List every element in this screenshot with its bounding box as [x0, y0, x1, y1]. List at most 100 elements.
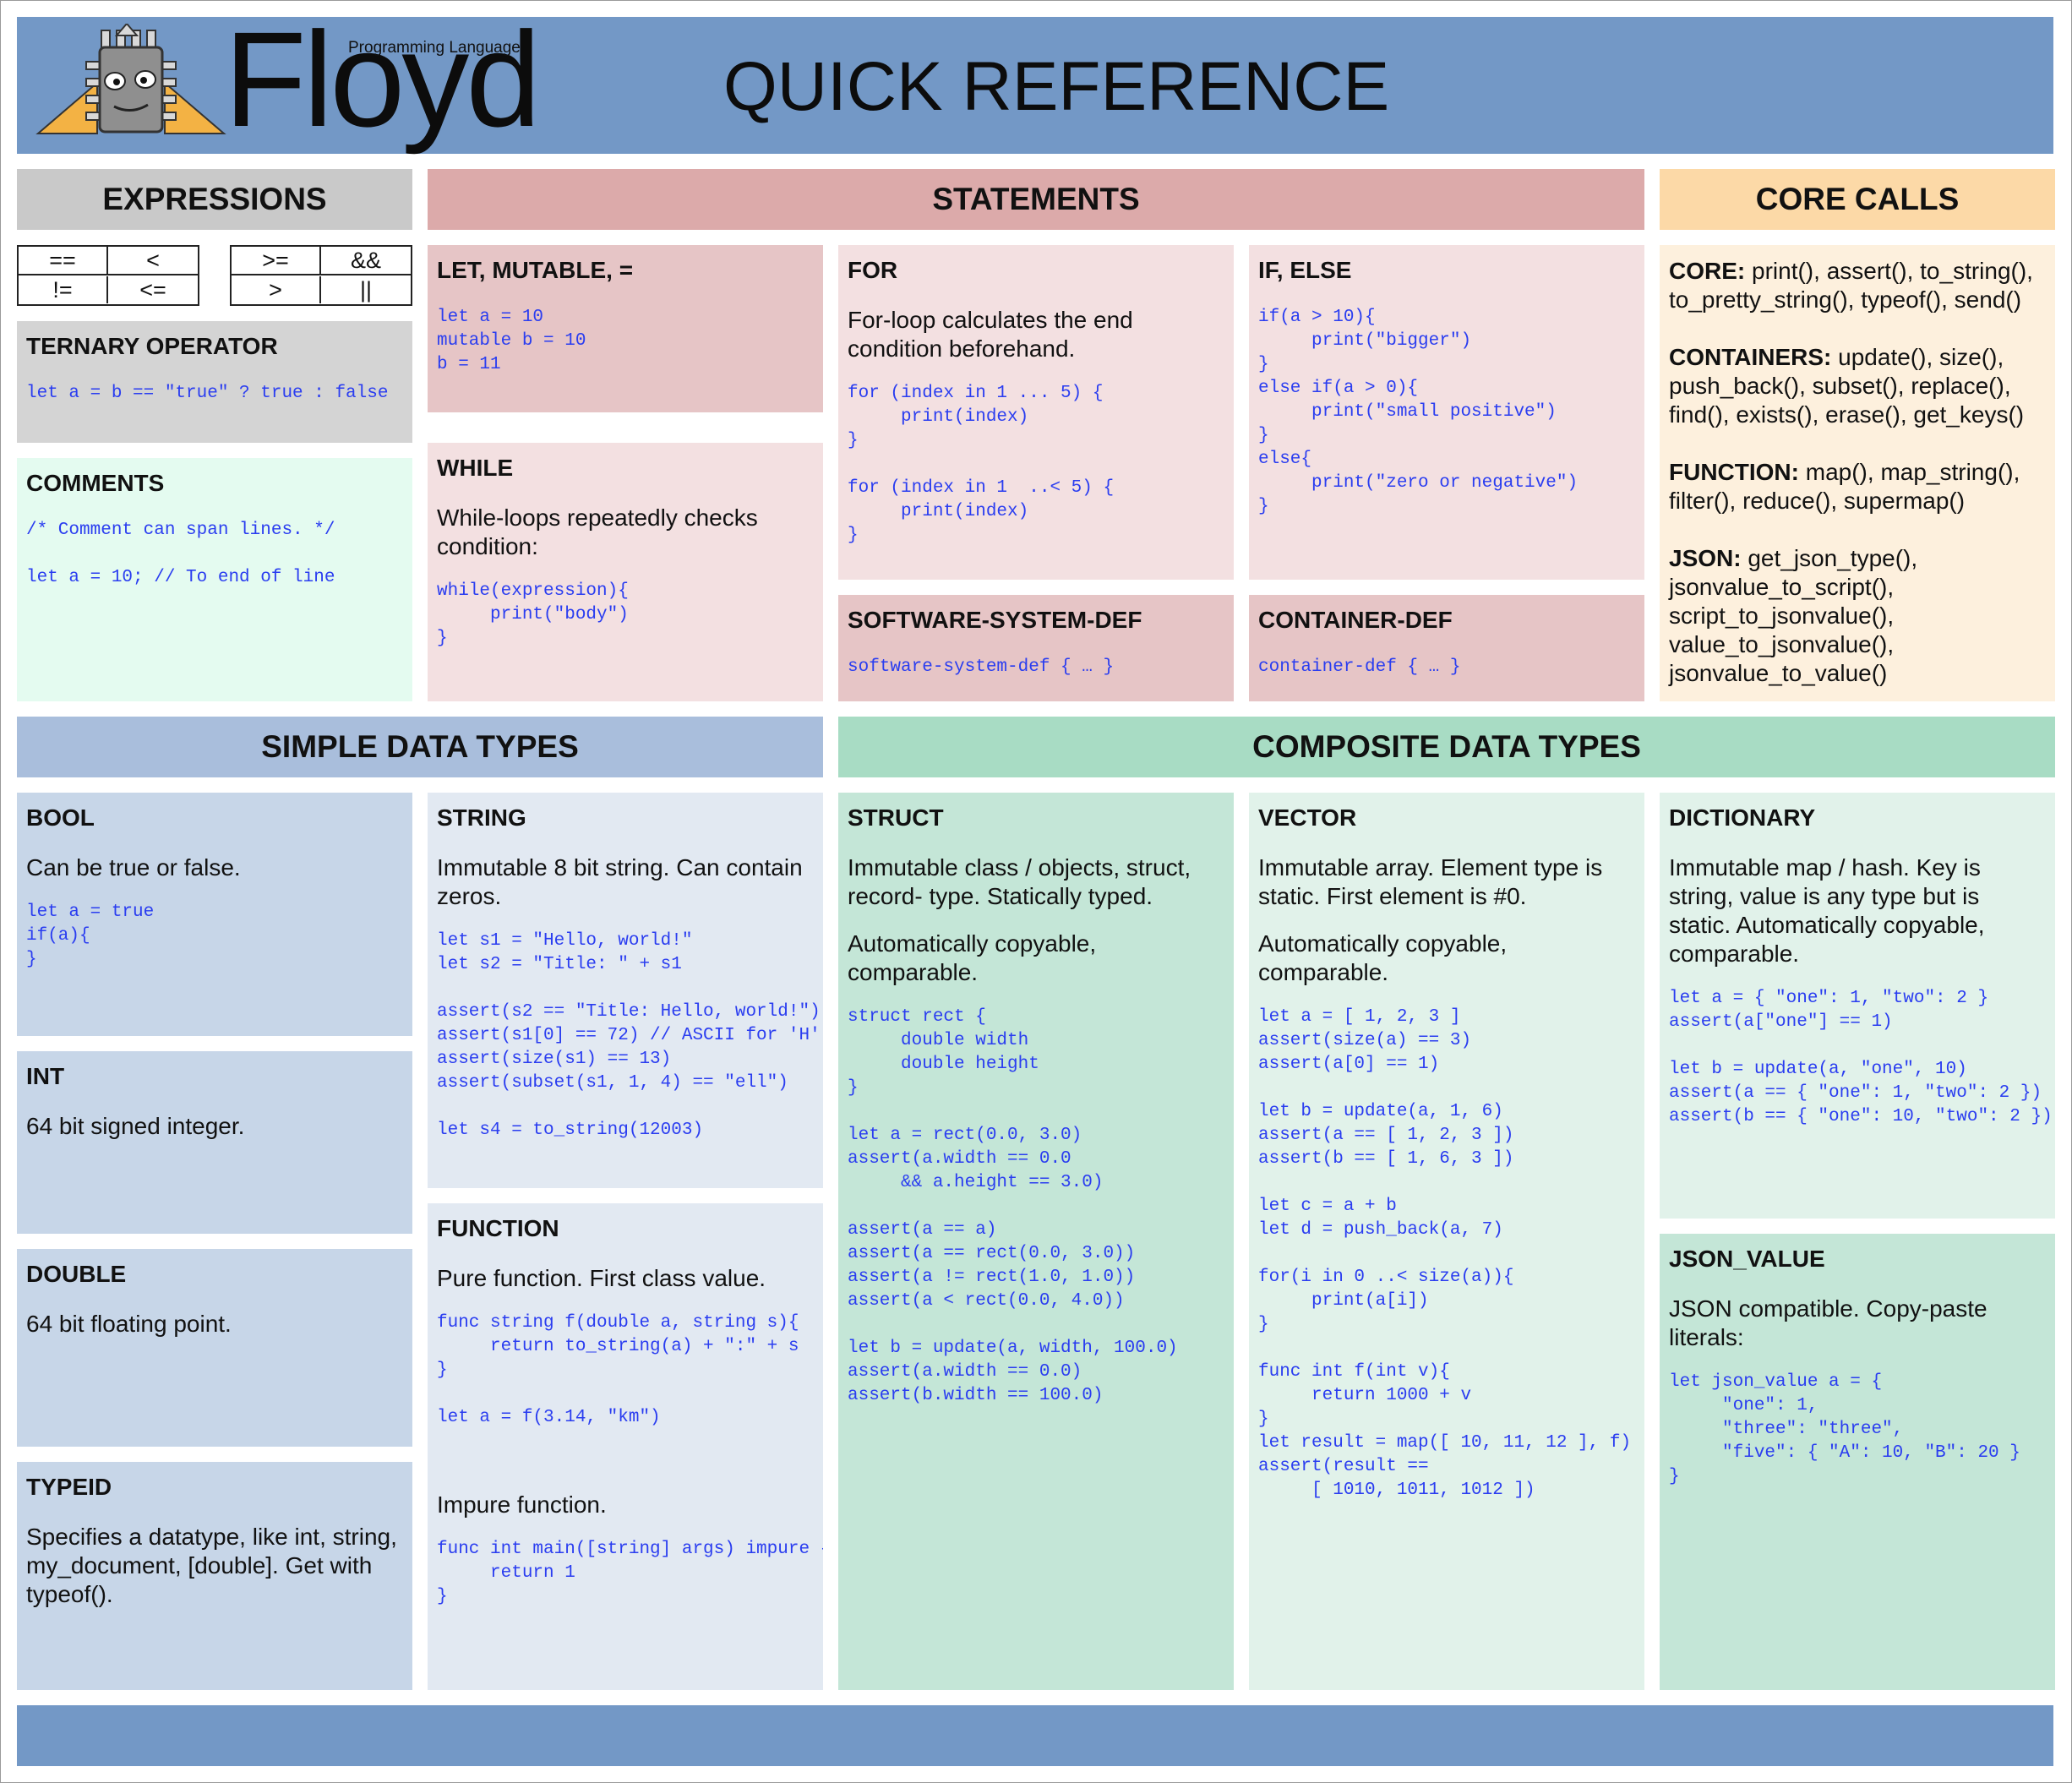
vector-text-2: Automatically copyable, comparable. — [1258, 930, 1508, 986]
vector-code-create: let a = [ 1, 2, 3 ] assert(size(a) == 3)… — [1258, 1007, 1472, 1075]
for-text: For-loop calculates the end condition be… — [848, 307, 1133, 363]
expressions-header: EXPRESSIONS — [17, 169, 412, 230]
json-value-code: let json_value a = { "one": 1, "three": … — [1669, 1372, 2020, 1487]
container-def-title: CONTAINER-DEF — [1258, 607, 1453, 633]
while-title: WHILE — [437, 455, 514, 481]
chip-robot-mascot-icon — [35, 24, 226, 134]
comments-code-line: let a = 10; // To end of line — [26, 568, 335, 588]
comments-code-block: /* Comment can span lines. */ — [26, 521, 335, 541]
json-value-title: JSON_VALUE — [1669, 1246, 1825, 1272]
vector-code-concat: let c = a + b let d = push_back(a, 7) — [1258, 1197, 1503, 1240]
function-text: Pure function. First class value. — [437, 1265, 766, 1292]
bool-panel: BOOL Can be true or false. let a = true … — [17, 793, 412, 1036]
string-panel: STRING Immutable 8 bit string. Can conta… — [428, 793, 823, 1188]
impure-text: Impure function. — [437, 1491, 607, 1519]
containers-functions: update(), size(), push_back(), subset(),… — [1669, 344, 2025, 428]
comments-title: COMMENTS — [26, 470, 165, 496]
core-calls-core: CORE: print(), assert(), to_string(), to… — [1669, 257, 2046, 314]
for-title: FOR — [848, 257, 898, 283]
while-code: while(expression){ print("body") } — [437, 581, 629, 649]
top-banner: Floyd Programming Language QUICK REFEREN… — [17, 12, 2053, 154]
op-or: || — [359, 277, 373, 303]
int-text: 64 bit signed integer. — [26, 1113, 245, 1140]
typeid-text: Specifies a datatype, like int, string, … — [26, 1524, 397, 1608]
operator-grid-right: >= && > || — [230, 245, 412, 306]
json-functions: get_json_type(), jsonvalue_to_script(), … — [1669, 545, 1918, 686]
simple-data-types-header: SIMPLE DATA TYPES — [17, 717, 823, 777]
page-title: QUICK REFERENCE — [723, 48, 1390, 125]
struct-code-compare: assert(a == a) assert(a == rect(0.0, 3.0… — [848, 1220, 1136, 1311]
function-panel: FUNCTION Pure function. First class valu… — [428, 1203, 823, 1690]
int-title: INT — [26, 1063, 65, 1089]
json-value-text: JSON compatible. Copy-paste literals: — [1669, 1295, 1987, 1351]
int-panel: INT 64 bit signed integer. — [17, 1051, 412, 1234]
container-def-panel: CONTAINER-DEF container-def { … } — [1249, 595, 1644, 701]
string-title: STRING — [437, 804, 526, 831]
while-text: While-loops repeatedly checks condition: — [437, 504, 758, 560]
double-title: DOUBLE — [26, 1261, 127, 1287]
dictionary-code-create: let a = { "one": 1, "two": 2 } assert(a[… — [1669, 989, 1989, 1033]
struct-panel: STRUCT Immutable class / objects, struct… — [838, 793, 1234, 1690]
op-and: && — [321, 247, 411, 275]
dictionary-title: DICTIONARY — [1669, 804, 1816, 831]
container-def-code: container-def { … } — [1258, 657, 1461, 678]
op-lt: < — [108, 247, 198, 275]
ternary-title: TERNARY OPERATOR — [26, 333, 278, 359]
core-calls-header: CORE CALLS — [1660, 169, 2055, 230]
let-title: LET, MUTABLE, = — [437, 257, 634, 283]
core-calls-function: FUNCTION: map(), map_string(), filter(),… — [1669, 458, 2046, 515]
core-calls-panel: CORE: print(), assert(), to_string(), to… — [1660, 245, 2055, 701]
containers-label: CONTAINERS: — [1669, 344, 1832, 370]
comments-panel: COMMENTS /* Comment can span lines. */ l… — [17, 458, 412, 701]
json-value-panel: JSON_VALUE JSON compatible. Copy-paste l… — [1660, 1234, 2055, 1690]
struct-code-def: struct rect { double width double height… — [848, 1007, 1039, 1099]
bool-title: BOOL — [26, 804, 95, 831]
if-title: IF, ELSE — [1258, 257, 1352, 283]
vector-code-update: let b = update(a, 1, 6) assert(a == [ 1,… — [1258, 1102, 1514, 1170]
core-label: CORE: — [1669, 258, 1746, 284]
op-lte: <= — [139, 277, 166, 303]
logo-wordmark: Floyd — [224, 3, 541, 155]
function-code-def: func string f(double a, string s){ retur… — [437, 1313, 799, 1381]
vector-title: VECTOR — [1258, 804, 1357, 831]
software-system-def-title: SOFTWARE-SYSTEM-DEF — [848, 607, 1142, 633]
let-panel: LET, MUTABLE, = let a = 10 mutable b = 1… — [428, 245, 823, 412]
string-text: Immutable 8 bit string. Can contain zero… — [437, 854, 803, 910]
vector-code-map: func int f(int v){ return 1000 + v } let… — [1258, 1362, 1632, 1501]
logo-subtitle: Programming Language — [348, 39, 521, 57]
vector-code-loop: for(i in 0 ..< size(a)){ print(a[i]) } — [1258, 1268, 1514, 1335]
bool-code: let a = true if(a){ } — [26, 902, 155, 970]
for-panel: FOR For-loop calculates the end conditio… — [838, 245, 1234, 580]
for-code-exclusive: for (index in 1 ..< 5) { print(index) } — [848, 478, 1115, 546]
function-functions: map(), map_string(), filter(), reduce(),… — [1669, 459, 2020, 514]
vector-panel: VECTOR Immutable array. Element type is … — [1249, 793, 1644, 1690]
if-code: if(a > 10){ print("bigger") } else if(a … — [1258, 308, 1579, 517]
string-code-let: let s1 = "Hello, world!" let s2 = "Title… — [437, 931, 693, 975]
function-code-call: let a = f(3.14, "km") — [437, 1408, 661, 1428]
op-eq: == — [19, 247, 108, 275]
composite-data-types-header: COMPOSITE DATA TYPES — [838, 717, 2055, 777]
typeid-title: TYPEID — [26, 1474, 112, 1500]
dictionary-code-update: let b = update(a, "one", 10) assert(a ==… — [1669, 1060, 2053, 1127]
bool-text: Can be true or false. — [26, 854, 241, 881]
if-panel: IF, ELSE if(a > 10){ print("bigger") } e… — [1249, 245, 1644, 580]
dictionary-text: Immutable map / hash. Key is string, val… — [1669, 854, 1985, 968]
string-code-to-string: let s4 = to_string(12003) — [437, 1121, 704, 1141]
core-calls-json: JSON: get_json_type(), jsonvalue_to_scri… — [1669, 544, 2046, 688]
bottom-banner — [17, 1705, 2053, 1766]
operator-grid-left: == < != <= — [17, 245, 199, 306]
impure-code: func int main([string] args) impure { re… — [437, 1540, 823, 1607]
struct-title: STRUCT — [848, 804, 944, 831]
struct-code-construct: let a = rect(0.0, 3.0) assert(a.width ==… — [848, 1126, 1104, 1193]
core-calls-containers: CONTAINERS: update(), size(), push_back(… — [1669, 343, 2046, 429]
dictionary-panel: DICTIONARY Immutable map / hash. Key is … — [1660, 793, 2055, 1219]
function-title: FUNCTION — [437, 1215, 559, 1241]
double-text: 64 bit floating point. — [26, 1311, 232, 1338]
op-gt: > — [232, 276, 321, 303]
function-label: FUNCTION: — [1669, 459, 1799, 485]
op-neq: != — [19, 276, 108, 303]
while-panel: WHILE While-loops repeatedly checks cond… — [428, 443, 823, 701]
ternary-panel: TERNARY OPERATOR let a = b == "true" ? t… — [17, 321, 412, 443]
struct-text-1: Immutable class / objects, struct, recor… — [848, 854, 1191, 910]
for-code-inclusive: for (index in 1 ... 5) { print(index) } — [848, 384, 1104, 451]
